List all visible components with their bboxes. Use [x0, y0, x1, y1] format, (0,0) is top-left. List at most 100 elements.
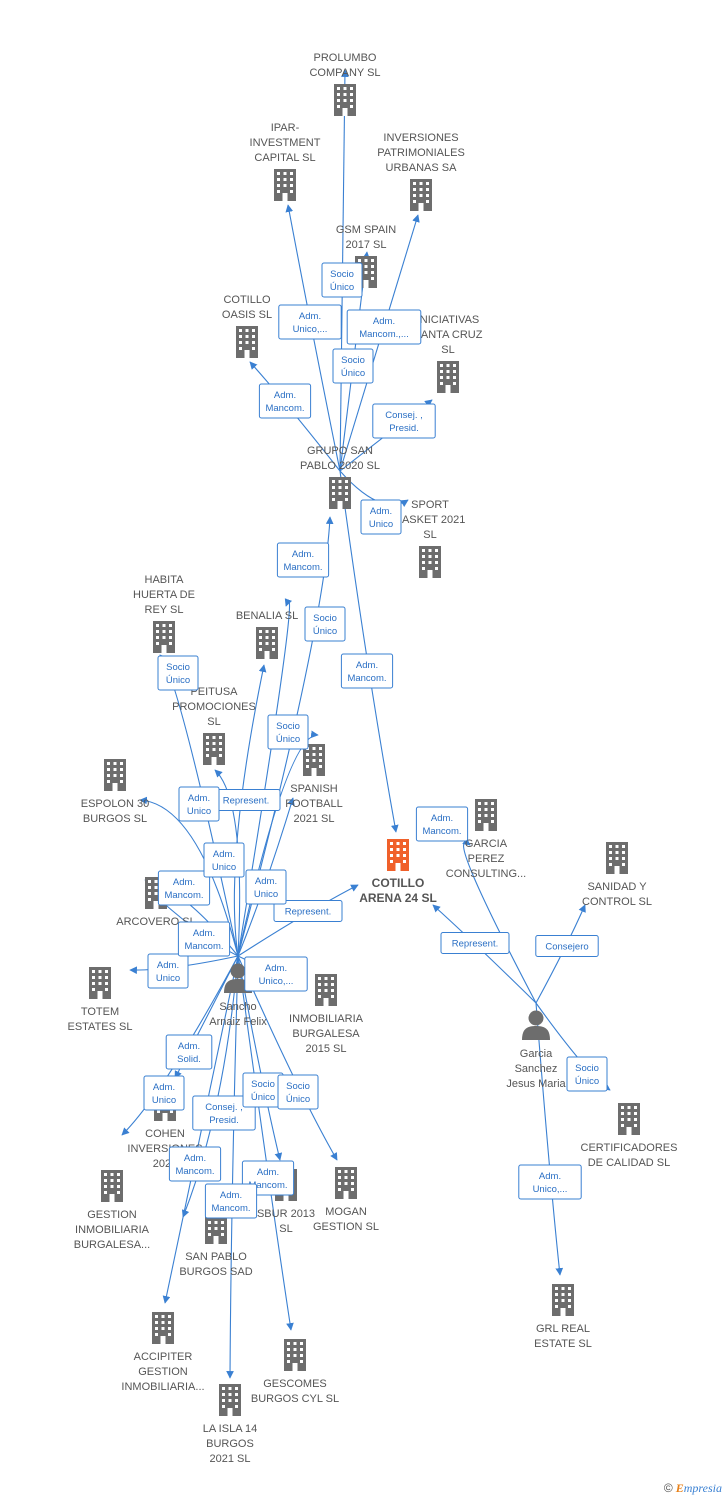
- edge-label-text: Unico: [369, 519, 393, 530]
- node-label: ACCIPITER: [134, 1351, 193, 1363]
- edge-label-grupo_san_pablo-inv_patr[interactable]: Adm.Mancom.,...: [346, 309, 422, 345]
- node-label: SBUR 2013: [257, 1208, 315, 1220]
- edge-label-text: Adm.: [213, 849, 235, 860]
- edge-label-sancho-totem[interactable]: Adm.Unico: [147, 953, 189, 989]
- edge-label-text: Mancom.: [422, 826, 461, 837]
- building-icon: [219, 1384, 241, 1416]
- edge-label-grupo_san_pablo-cotillo_arena[interactable]: Adm.Mancom.: [340, 653, 394, 689]
- edge-label-garcia_sanchez-cotillo_arena[interactable]: Represent.: [440, 932, 510, 954]
- edge-label-garcia_sanchez-sanidad[interactable]: Consejero: [535, 935, 599, 957]
- node-gestion_inmob[interactable]: GESTIONINMOBILIARIABURGALESA...: [74, 1170, 150, 1251]
- edge-label-text: Solid.: [177, 1054, 201, 1065]
- node-label: GESTION: [87, 1209, 137, 1221]
- edge-label-text: Adm.: [257, 1167, 279, 1178]
- node-accipiter[interactable]: ACCIPITERGESTIONINMOBILIARIA...: [121, 1312, 205, 1393]
- edge-label-grupo_san_pablo-iniciativas[interactable]: Consej. ,Presid.: [372, 403, 436, 439]
- node-benalia[interactable]: BENALIA SL: [236, 610, 298, 659]
- edge-label-box: [143, 1075, 185, 1111]
- node-label: PABLO 2020 SL: [300, 460, 380, 472]
- edge-label-text: Adm.: [539, 1171, 561, 1182]
- edge-label-grupo_san_pablo-ipar[interactable]: Adm.Unico,...: [278, 304, 342, 340]
- node-label: SL: [423, 529, 436, 541]
- edge-label-text: Mancom.: [283, 562, 322, 573]
- edge-label-sancho-gestion_inmob[interactable]: Adm.Unico: [143, 1075, 185, 1111]
- edge-label-sancho-san_pablo_burgos[interactable]: Consej. ,Presid.: [192, 1095, 256, 1131]
- edge-label-text: Adm.: [292, 549, 314, 560]
- edge-label-sancho-peitusa[interactable]: Represent.: [211, 789, 281, 811]
- edge-label-text: Unico: [254, 889, 278, 900]
- edge-label-sancho-benalia[interactable]: Adm. Mancom.: [276, 542, 330, 578]
- edge-label-garcia_sanchez-garcia_perez[interactable]: Adm.Mancom.: [415, 806, 469, 842]
- edge-label-sancho-inmobiliaria_2015[interactable]: Adm.Unico,...: [244, 956, 308, 992]
- building-icon: [203, 733, 225, 765]
- edge-label-text: Único: [251, 1092, 275, 1103]
- node-label: LA ISLA 14: [203, 1423, 257, 1435]
- edge-label-text: Unico,...: [293, 324, 328, 335]
- edge-label-sancho-benalia[interactable]: Adm.Unico: [203, 842, 245, 878]
- footer-brand[interactable]: ©Empresia: [664, 1481, 722, 1496]
- edge-label-garcia_sanchez-grl[interactable]: Adm.Unico,...: [518, 1164, 582, 1200]
- edge-label-sancho-arcovero[interactable]: Adm.Mancom.: [177, 921, 231, 957]
- edge-label-sancho-cotillo_arena[interactable]: Represent.: [273, 900, 343, 922]
- node-label: BASKET 2021: [395, 514, 466, 526]
- edge-label-box: [346, 309, 422, 345]
- edge-label-box: [273, 900, 343, 922]
- edge-label-sancho-la_isla[interactable]: Adm.Mancom.: [204, 1183, 258, 1219]
- edge-label-text: Adm.: [265, 963, 287, 974]
- edge-label-text: Adm.: [370, 506, 392, 517]
- edge-label-grupo_san_pablo-cotillo_oasis[interactable]: Adm.Mancom.: [258, 383, 312, 419]
- node-garcia_perez[interactable]: GARCIAPEREZCONSULTING...: [446, 799, 526, 880]
- node-arcovero[interactable]: ARCOVERO SL: [116, 877, 196, 928]
- node-label: CAPITAL SL: [254, 152, 315, 164]
- edge-label-box: [165, 1034, 213, 1070]
- building-icon: [475, 799, 497, 831]
- node-label: BURGOS SAD: [179, 1266, 252, 1278]
- edge-label-sancho-arcovero[interactable]: Adm.Mancom.: [157, 870, 211, 906]
- edge-label-grupo_san_pablo-sport_basket[interactable]: Adm. Unico: [360, 499, 402, 535]
- building-icon: [274, 169, 296, 201]
- edge-label-box: [157, 655, 199, 691]
- edge-label-sancho-spanish_football[interactable]: Adm.Unico: [245, 869, 287, 905]
- building-icon: [236, 326, 258, 358]
- node-label: CONTROL SL: [582, 896, 652, 908]
- edge-label-sancho-cohen[interactable]: Adm.Solid.: [165, 1034, 213, 1070]
- building-icon: [329, 477, 351, 509]
- edge-label-sancho-accipiter[interactable]: Adm.Mancom.: [168, 1146, 222, 1182]
- node-label: INVESTMENT: [250, 137, 321, 149]
- edge-label-text: Socio: [330, 269, 354, 280]
- edge-label-sancho-espolon[interactable]: Adm.Unico: [178, 786, 220, 822]
